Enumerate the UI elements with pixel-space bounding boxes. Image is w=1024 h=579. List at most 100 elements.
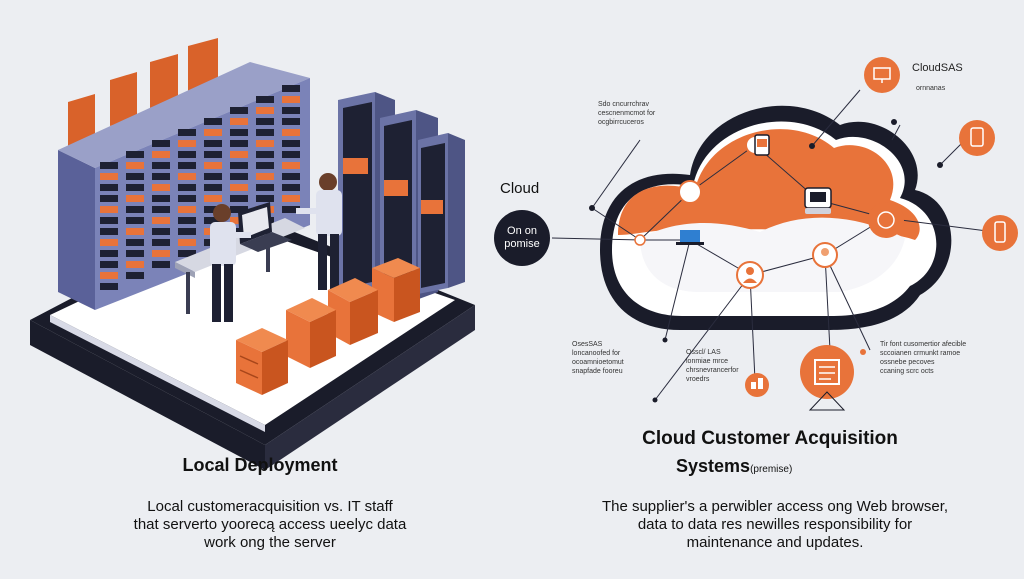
server-slot: [178, 206, 196, 213]
server-slot: [256, 140, 274, 147]
document-icon: [800, 345, 854, 411]
server-slot: [230, 195, 248, 202]
server-slot: [204, 162, 222, 169]
server-slot: [256, 184, 274, 191]
server-slot: [100, 162, 118, 169]
server-slot: [282, 118, 300, 125]
server-slot: [204, 173, 222, 180]
server-slot: [230, 173, 248, 180]
local-deployment-description: Local customeracquisition vs. IT staff t…: [133, 498, 407, 551]
server-slot: [178, 195, 196, 202]
cloud-description: The supplier's a perwibler access ong We…: [601, 498, 949, 551]
server-slot: [230, 129, 248, 136]
server-slot: [100, 239, 118, 246]
server-slot: [230, 151, 248, 158]
server-slot: [100, 283, 118, 290]
phone-icon: [982, 215, 1018, 251]
server-slot: [178, 228, 196, 235]
server-slot: [204, 118, 222, 125]
server-slot: [178, 151, 196, 158]
server-slot: [100, 228, 118, 235]
server-slot: [178, 162, 196, 169]
server-slot: [152, 151, 170, 158]
server-slot: [204, 184, 222, 191]
server-slot: [152, 162, 170, 169]
server-slot: [256, 129, 274, 136]
server-slot: [100, 272, 118, 279]
storage-box-icon: [286, 258, 420, 368]
server-slot: [178, 239, 196, 246]
server-slot: [230, 140, 248, 147]
server-slot: [204, 206, 222, 213]
server-slot: [100, 261, 118, 268]
server-slot: [230, 107, 248, 114]
server-slot: [126, 184, 144, 191]
left-mid-note: OsesSAS loncanoofed for ocoamnioetomut s…: [572, 341, 624, 375]
server-slot: [282, 162, 300, 169]
orange-top-boxes: [68, 38, 218, 146]
server-slot: [152, 261, 170, 268]
person-icon: [296, 173, 342, 290]
server-slot: [282, 195, 300, 202]
server-slot: [126, 261, 144, 268]
server-slot: [126, 250, 144, 257]
server-slot: [126, 206, 144, 213]
user-icon: [812, 242, 838, 268]
title-paren: (premise): [750, 464, 793, 475]
server-slot: [282, 85, 300, 92]
server-slot: [100, 206, 118, 213]
server-slot: [126, 228, 144, 235]
server-slot: [178, 250, 196, 257]
server-slot: [256, 173, 274, 180]
server-slot: [152, 206, 170, 213]
server-slot: [256, 162, 274, 169]
desk: [175, 218, 305, 314]
server-slot: [282, 140, 300, 147]
server-slot: [282, 173, 300, 180]
server-slot: [100, 184, 118, 191]
server-slot: [282, 96, 300, 103]
server-slot: [178, 129, 196, 136]
server-slot: [152, 173, 170, 180]
monitor-icon: [804, 187, 832, 214]
server-slot: [126, 195, 144, 202]
server-slot: [178, 217, 196, 224]
server-slot: [152, 195, 170, 202]
server-slot: [204, 140, 222, 147]
on-premise-line2: pomise: [504, 238, 540, 250]
cloud-shape: [600, 105, 952, 330]
server-slot: [126, 173, 144, 180]
server-slot: [152, 184, 170, 191]
server-slot: [178, 140, 196, 147]
filing-cabinet-icon: [236, 328, 288, 395]
server-slot: [204, 129, 222, 136]
server-slot: [230, 184, 248, 191]
cloud-label: Cloud: [500, 180, 540, 197]
server-slot: [256, 107, 274, 114]
server-slot: [230, 162, 248, 169]
top-right-note: ornnanas: [916, 85, 946, 92]
server-slot: [152, 228, 170, 235]
server-slot: [282, 107, 300, 114]
server-slot: [230, 206, 248, 213]
server-slot: [256, 195, 274, 202]
on-premise-badge: On on pomise: [494, 210, 550, 266]
server-slot: [204, 217, 222, 224]
server-slot: [126, 217, 144, 224]
center-mid-note: Osscl/ LAS lonmiae mrce chrsnevrancerfor…: [686, 349, 739, 383]
server-slot: [282, 184, 300, 191]
server-slot: [178, 184, 196, 191]
server-rack-right: [338, 92, 465, 306]
server-slot: [126, 162, 144, 169]
server-slot: [230, 228, 248, 235]
on-premise-line1: On on: [507, 225, 537, 237]
server-slot: [126, 239, 144, 246]
cloud-title: Cloud Customer Acquisition: [642, 428, 898, 449]
local-deployment-title: Local Deployment: [182, 455, 338, 475]
top-note: Sdo cncurrchrav cescnenmcmot for ocgbirr…: [598, 101, 656, 126]
tablet-icon: [754, 134, 770, 156]
cloudsas-label: CloudSAS: [912, 62, 963, 74]
server-slot: [126, 272, 144, 279]
